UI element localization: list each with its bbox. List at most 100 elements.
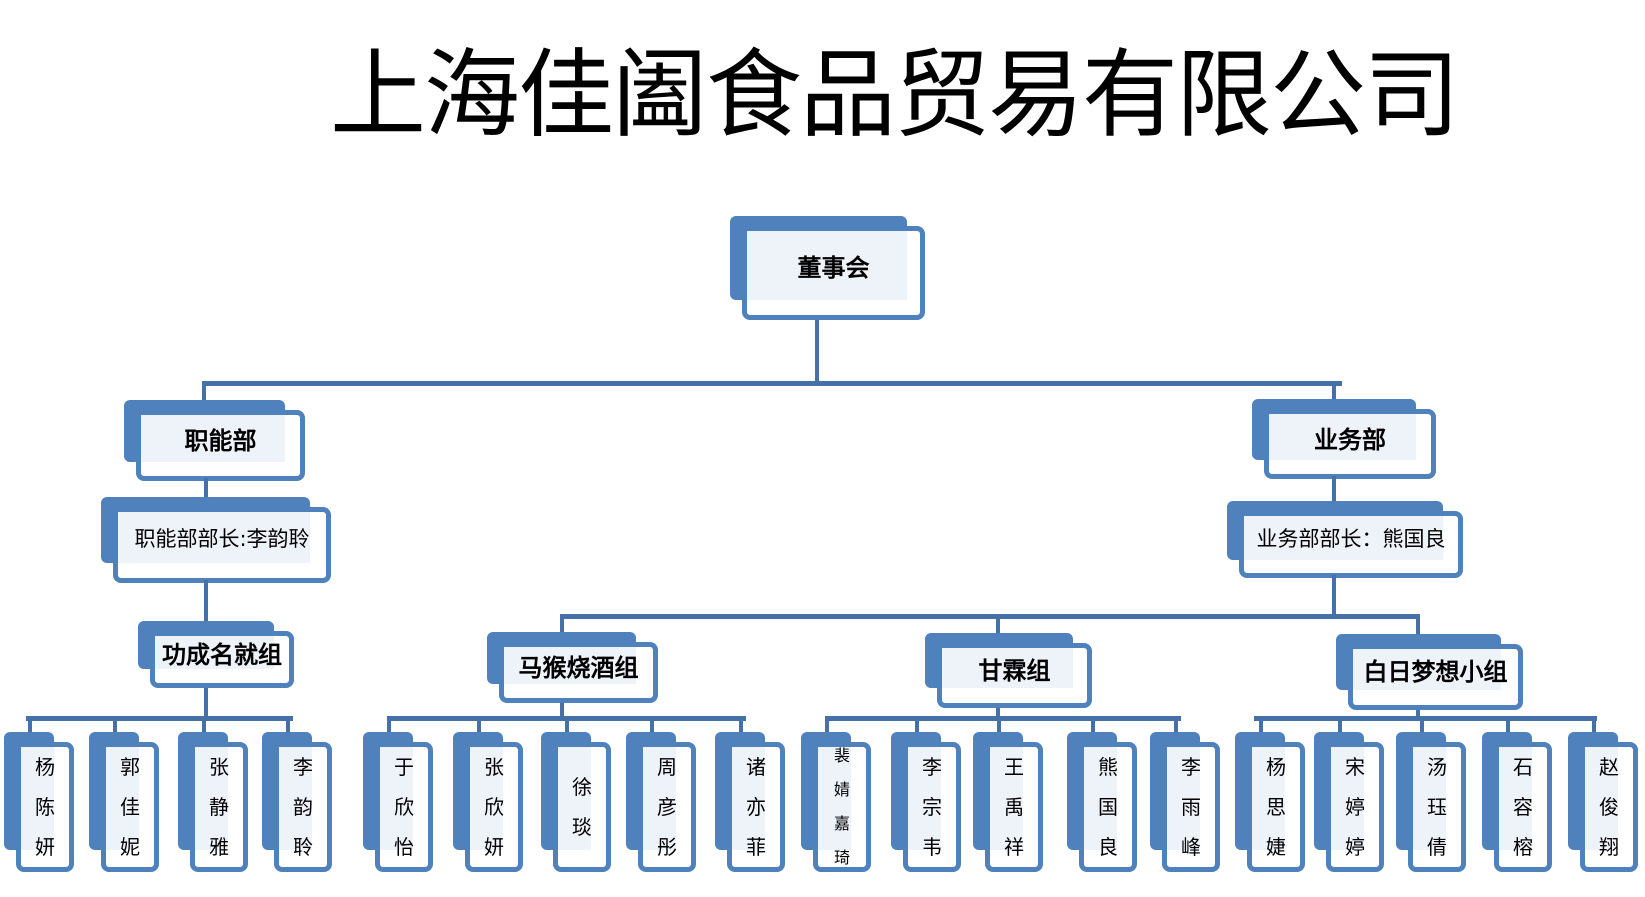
name-char: 韵 [293, 795, 313, 819]
group-members-connector [1416, 710, 1420, 716]
member-connector [1420, 716, 1424, 734]
member-node[interactable]: 王禹祥 [973, 732, 1043, 872]
group-node-1-2[interactable]: 白日梦想小组 [1336, 634, 1523, 710]
box-fill [1331, 747, 1364, 850]
name-char: 榕 [1513, 835, 1533, 859]
name-char: 陈 [35, 795, 55, 819]
name-char: 思 [1266, 795, 1286, 819]
name-char: 雅 [209, 835, 229, 859]
member-node[interactable]: 赵俊翔 [1568, 732, 1638, 872]
name-char: 妮 [120, 835, 140, 859]
dept-head-node-1[interactable]: 业务部部长：熊国良 [1227, 501, 1463, 578]
name-char: 佳 [120, 795, 140, 819]
member-node[interactable]: 裴婧嘉琦 [801, 732, 871, 872]
box-fill [155, 636, 274, 669]
member-connector [1091, 716, 1095, 734]
member-connector [1174, 716, 1178, 734]
member-node[interactable]: 张欣妍 [453, 732, 523, 872]
name-char: 张 [209, 755, 229, 779]
name-char: 杨 [1266, 755, 1286, 779]
name-char: 王 [1004, 755, 1024, 779]
box-fill [942, 648, 1073, 688]
name-char: 妍 [35, 835, 55, 859]
name-char: 倩 [1427, 835, 1447, 859]
node-label: 杨陈妍 [21, 747, 69, 867]
member-node[interactable]: 汤珏倩 [1396, 732, 1466, 872]
member-connector [1259, 716, 1263, 734]
group-node-1-1[interactable]: 甘霖组 [925, 633, 1092, 708]
name-char: 容 [1513, 795, 1533, 819]
member-node[interactable]: 宋婷婷 [1314, 732, 1384, 872]
member-node[interactable]: 张静雅 [178, 732, 248, 872]
name-char: 周 [657, 755, 677, 779]
member-node[interactable]: 杨思婕 [1235, 732, 1305, 872]
box-fill [643, 747, 676, 850]
name-char: 彤 [657, 835, 677, 859]
name-char: 琦 [833, 848, 850, 867]
box-fill [818, 747, 851, 850]
box-fill [21, 747, 54, 850]
member-node[interactable]: 诸亦菲 [715, 732, 785, 872]
name-char: 婷 [1345, 835, 1365, 859]
name-char: 诸 [746, 755, 766, 779]
box-fill [380, 747, 413, 850]
members-bar [1254, 716, 1597, 721]
name-char: 亦 [746, 795, 766, 819]
name-char: 峰 [1181, 835, 1201, 859]
node-label: 王禹祥 [990, 747, 1038, 867]
group-node-1-0[interactable]: 马猴烧酒组 [487, 632, 658, 703]
member-node[interactable]: 李宗韦 [891, 732, 961, 872]
node-label: 周彦彤 [643, 747, 691, 867]
member-node[interactable]: 熊国良 [1067, 732, 1137, 872]
root-node-board[interactable]: 董事会 [730, 216, 925, 320]
member-node[interactable]: 郭佳妮 [89, 732, 159, 872]
node-label: 张静雅 [195, 747, 243, 867]
name-char: 国 [1098, 795, 1118, 819]
member-node[interactable]: 杨陈妍 [4, 732, 74, 872]
name-char: 翔 [1599, 835, 1619, 859]
member-node[interactable]: 于欣怡 [363, 732, 433, 872]
name-char: 宋 [1345, 755, 1365, 779]
name-char: 俊 [1599, 795, 1619, 819]
node-label: 赵俊翔 [1585, 747, 1633, 867]
box-fill [1252, 747, 1285, 850]
name-char: 赵 [1599, 755, 1619, 779]
member-connector [387, 716, 391, 734]
name-char: 婷 [1345, 795, 1365, 819]
box-fill [1585, 747, 1618, 850]
name-char: 石 [1513, 755, 1533, 779]
member-node[interactable]: 石容榕 [1482, 732, 1552, 872]
node-label: 董事会 [797, 254, 870, 282]
dept2-group-connector [1332, 575, 1336, 619]
member-connector [1338, 716, 1342, 734]
dept-node-1[interactable]: 业务部 [1252, 399, 1436, 479]
dept1-head-connector [204, 478, 208, 502]
node-label: 杨思婕 [1252, 747, 1300, 867]
member-connector [997, 716, 1001, 734]
name-char: 禹 [1004, 795, 1024, 819]
member-node[interactable]: 周彦彤 [626, 732, 696, 872]
name-char: 欣 [484, 795, 504, 819]
box-fill [470, 747, 503, 850]
box-fill [279, 747, 312, 850]
group-node-0-0[interactable]: 功成名就组 [138, 621, 294, 688]
node-label: 李雨峰 [1167, 747, 1215, 867]
node-label: 熊国良 [1084, 747, 1132, 867]
member-node[interactable]: 李韵聆 [262, 732, 332, 872]
name-char: 妍 [484, 835, 504, 859]
name-char: 李 [1181, 755, 1201, 779]
dept-node-0[interactable]: 职能部 [124, 400, 305, 481]
member-node[interactable]: 徐琰 [541, 732, 611, 872]
box-fill [1084, 747, 1117, 850]
box-fill [1413, 747, 1446, 850]
name-char: 珏 [1427, 795, 1447, 819]
node-label: 石容榕 [1499, 747, 1547, 867]
member-node[interactable]: 李雨峰 [1150, 732, 1220, 872]
node-label: 于欣怡 [380, 747, 428, 867]
dept1-connector [202, 381, 206, 403]
dept-head-node-0[interactable]: 职能部部长:李韵聆 [101, 497, 331, 583]
box-fill [1353, 649, 1501, 690]
name-char: 聆 [293, 835, 313, 859]
level1-bar [202, 381, 1342, 386]
member-connector [1506, 716, 1510, 734]
